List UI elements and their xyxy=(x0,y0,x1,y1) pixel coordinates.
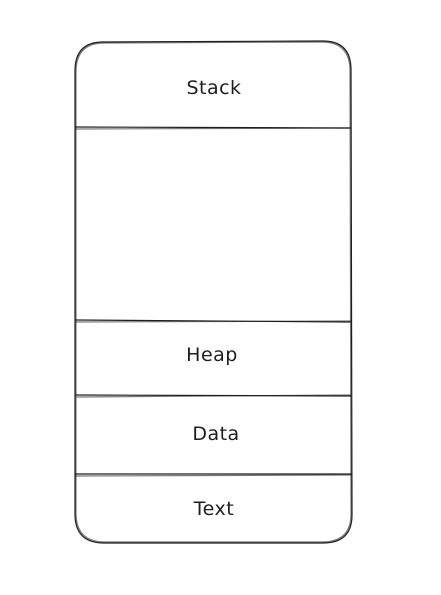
segment-label-stack: Stack xyxy=(186,77,242,99)
memory-block-outline xyxy=(74,40,353,544)
segment-dividers xyxy=(75,126,352,477)
segment-label-text: Text xyxy=(193,498,235,520)
segment-label-heap: Heap xyxy=(186,344,238,366)
segment-label-data: Data xyxy=(192,423,240,445)
